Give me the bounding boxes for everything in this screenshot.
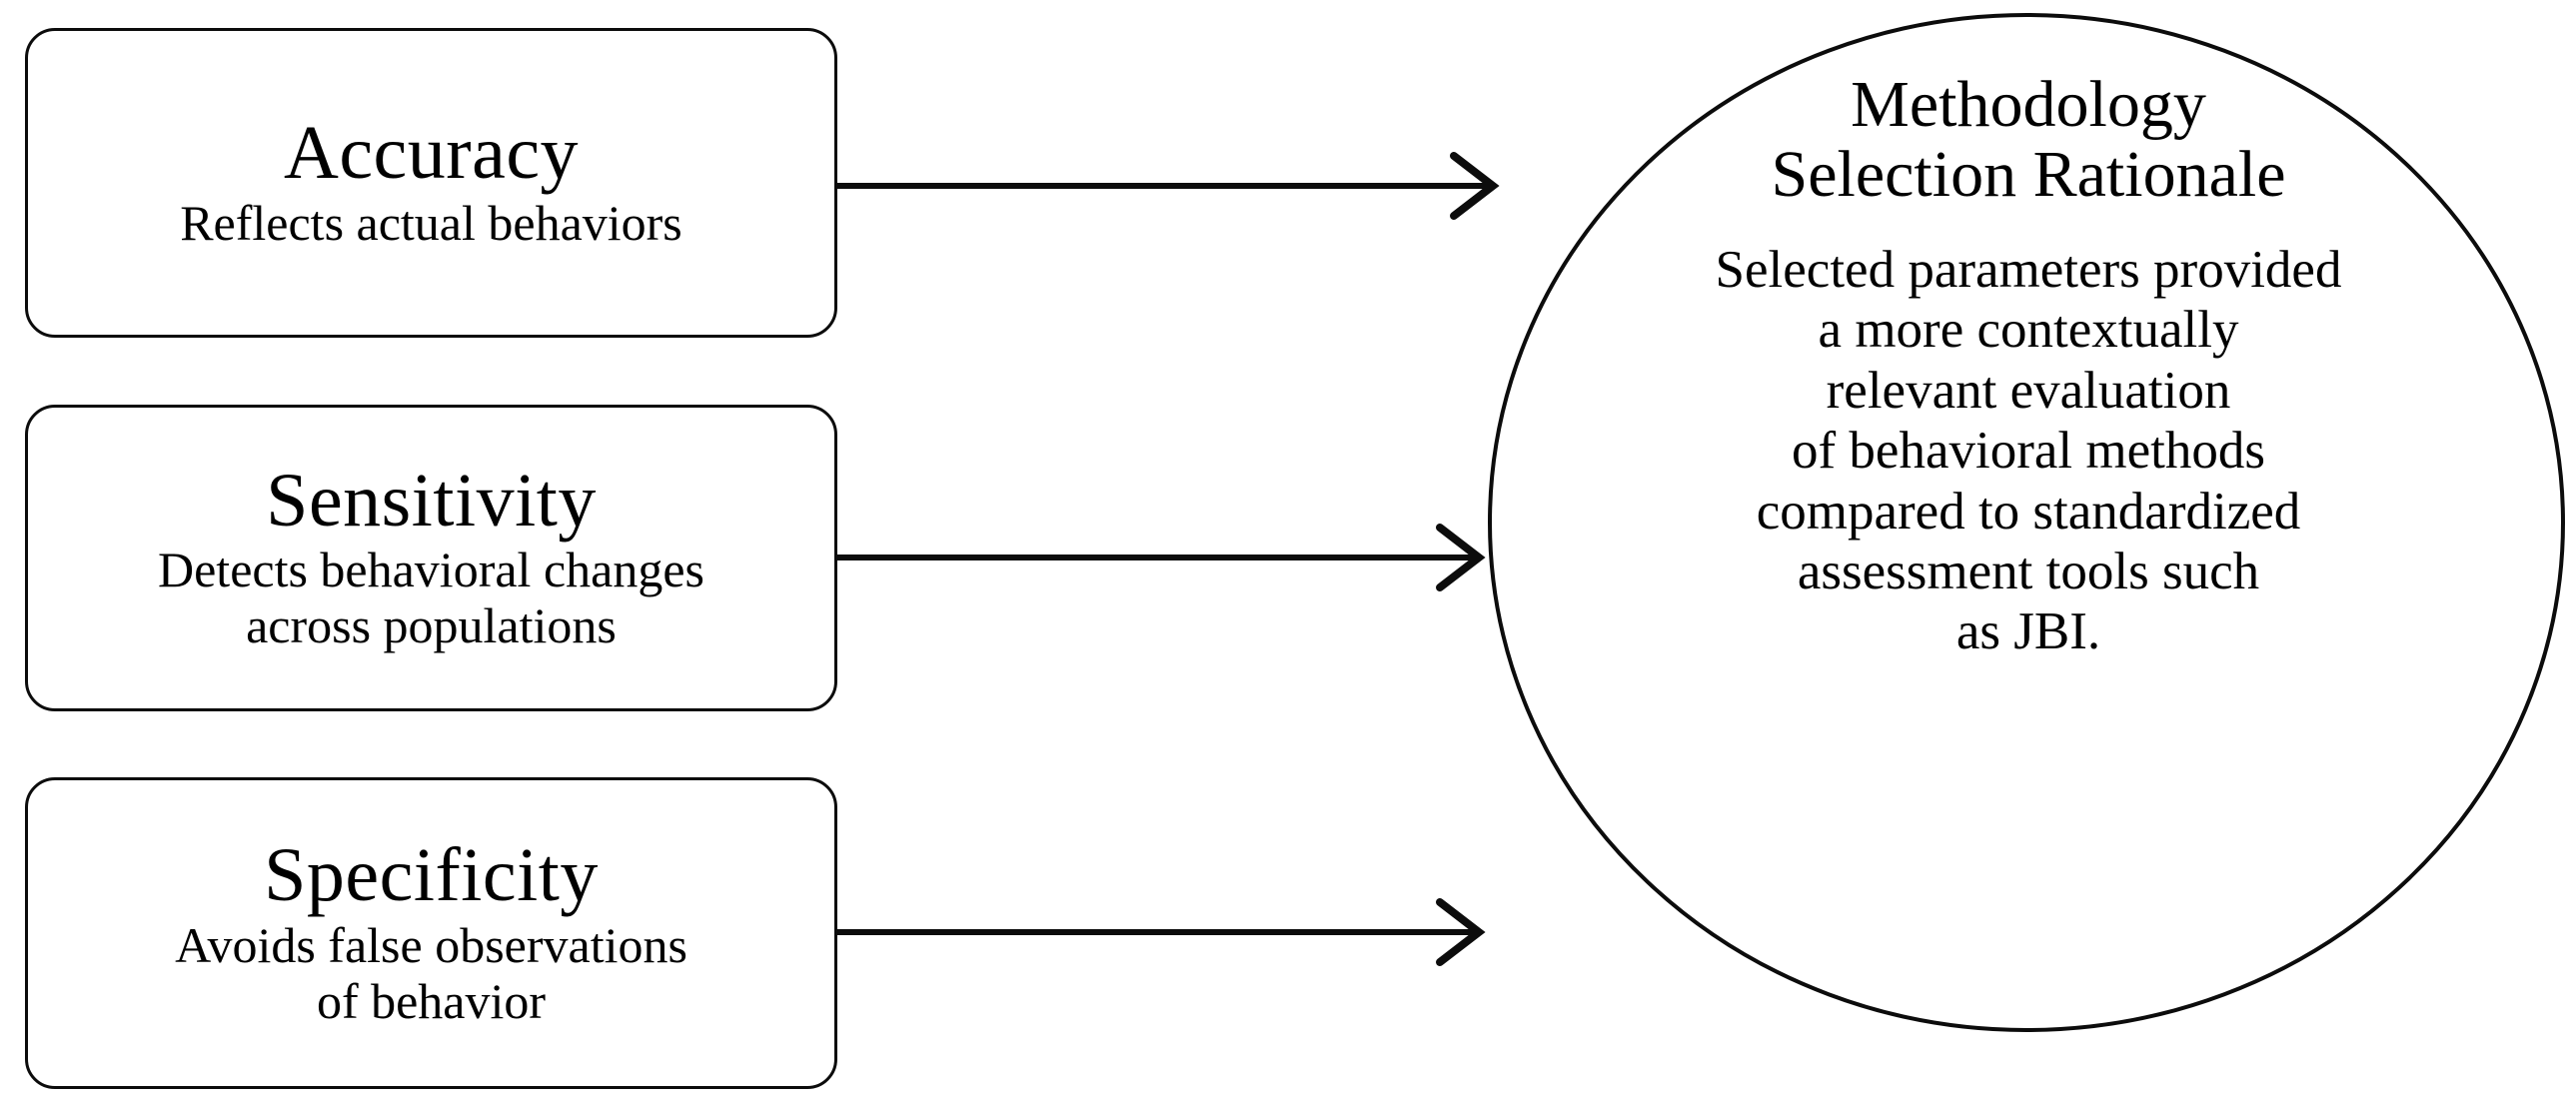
- outcome-body-line: Selected parameters provided: [1715, 240, 2342, 299]
- criterion-description-accuracy: Reflects actual behaviors: [180, 195, 682, 251]
- criterion-description-line: across populations: [246, 597, 617, 654]
- outcome-body-line: compared to standardized: [1756, 482, 2301, 541]
- outcome-body-line: relevant evaluation: [1826, 361, 2231, 420]
- criterion-box-specificity[interactable]: Specificity Avoids false observations of…: [25, 777, 837, 1089]
- outcome-body-line: a more contextually: [1818, 301, 2239, 360]
- criterion-box-sensitivity[interactable]: Sensitivity Detects behavioral changes a…: [25, 405, 837, 711]
- outcome-title: Methodology Selection Rationale: [1579, 70, 2478, 210]
- criterion-description-sensitivity: Detects behavioral changes across popula…: [158, 542, 704, 653]
- criterion-title-specificity: Specificity: [264, 833, 599, 918]
- criterion-description-line: of behavior: [316, 972, 547, 1029]
- outcome-title-line: Methodology: [1851, 68, 2206, 141]
- outcome-body-line: as JBI.: [1955, 602, 2101, 661]
- criterion-description-line: Avoids false observations: [175, 916, 687, 973]
- outcome-title-line: Selection Rationale: [1771, 137, 2286, 211]
- outcome-body: Selected parameters provided a more cont…: [1579, 240, 2478, 662]
- outcome-body-line: of behavioral methods: [1792, 422, 2265, 481]
- criterion-title-sensitivity: Sensitivity: [266, 458, 597, 543]
- criterion-title-accuracy: Accuracy: [283, 111, 580, 196]
- criterion-box-accuracy[interactable]: Accuracy Reflects actual behaviors: [25, 28, 837, 338]
- outcome-body-line: assessment tools such: [1797, 542, 2260, 600]
- criterion-description-line: Detects behavioral changes: [158, 542, 704, 598]
- criterion-description-specificity: Avoids false observations of behavior: [175, 917, 687, 1029]
- outcome-circle-content: Methodology Selection Rationale Selected…: [1579, 70, 2478, 662]
- outcome-circle-shape[interactable]: [1488, 13, 2565, 1032]
- criterion-description-line: Reflects actual behaviors: [180, 194, 682, 251]
